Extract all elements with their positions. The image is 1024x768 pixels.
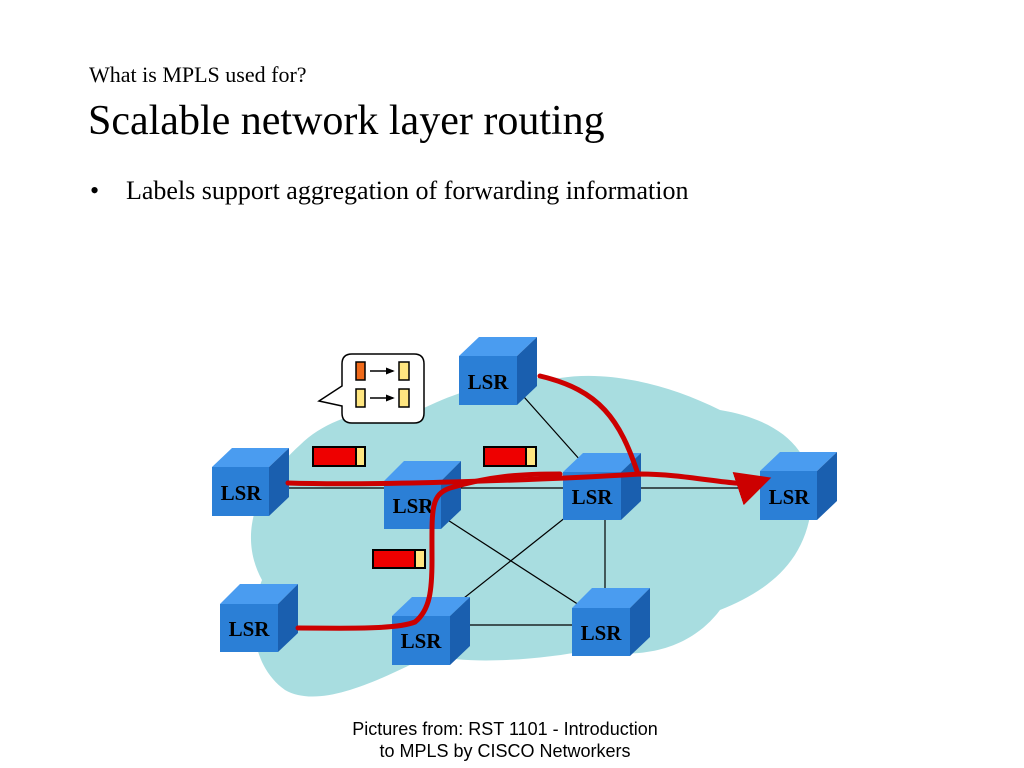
router-label: LSR [221,481,263,505]
router-bottom-left[interactable]: LSR [220,584,298,652]
credit-line-1: Pictures from: RST 1101 - Introduction [352,719,658,739]
router-center[interactable]: LSR [384,461,461,529]
router-label: LSR [572,485,614,509]
bullet-text: Labels support aggregation of forwarding… [126,176,689,205]
router-label: LSR [581,621,623,645]
router-label: LSR [468,370,510,394]
router-bottom-right[interactable]: LSR [572,588,650,656]
router-label: LSR [401,629,443,653]
router-label: LSR [229,617,271,641]
labeled-packet [483,446,537,467]
credit-line-2: to MPLS by CISCO Networkers [379,741,631,761]
lsp-path-from-left [285,471,772,506]
labeled-packet [372,549,426,569]
slide-subtitle: What is MPLS used for? [89,62,307,87]
router-center-right[interactable]: LSR [563,453,641,520]
network-cloud [250,375,813,697]
label-table-callout [317,353,425,424]
router-top-center[interactable]: LSR [459,337,537,405]
bullet-marker: • [90,176,100,205]
lsp-path-from-top [537,373,641,477]
router-bottom-center[interactable]: LSR [392,597,470,665]
slide-title: Scalable network layer routing [88,98,605,144]
bullet-item: • Labels support aggregation of forwardin… [90,174,688,208]
router-label: LSR [769,485,811,509]
label-switched-paths [285,373,772,631]
image-credit: Pictures from: RST 1101 - Introduction t… [305,718,705,762]
router-label: LSR [393,494,435,518]
lsp-path-from-bottom [295,471,563,631]
router-left-edge[interactable]: LSR [212,448,289,516]
labeled-packet [312,446,366,467]
router-right-edge[interactable]: LSR [760,452,837,520]
